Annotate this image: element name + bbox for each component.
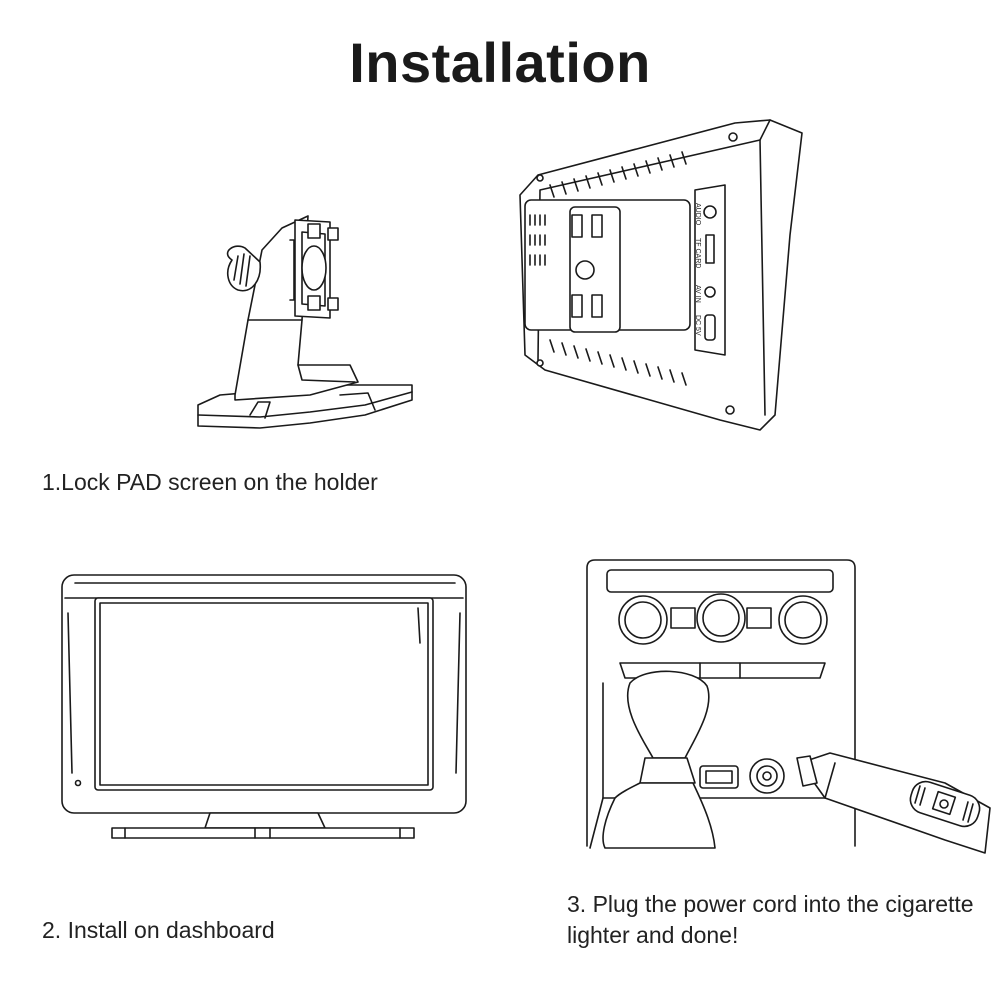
step-1-caption: 1.Lock PAD screen on the holder: [42, 469, 378, 495]
port-label-dc-5v: DC 5V: [694, 315, 701, 336]
page-title: Installation: [349, 31, 651, 94]
cigarette-lighter-illustration: [585, 558, 998, 856]
holder-mount-illustration: [190, 210, 420, 435]
port-label-tf-card: TF CARD: [694, 238, 701, 268]
port-label-av-in: AV IN: [694, 285, 701, 303]
device-rear-illustration: AUDIO TF CARD AV IN DC 5V: [520, 115, 805, 433]
step-3-caption: 3. Plug the power cord into the cigarett…: [567, 891, 974, 948]
dashboard-install-illustration: [60, 573, 470, 843]
port-label-audio: AUDIO: [694, 203, 701, 226]
step-2-caption: 2. Install on dashboard: [42, 917, 275, 943]
